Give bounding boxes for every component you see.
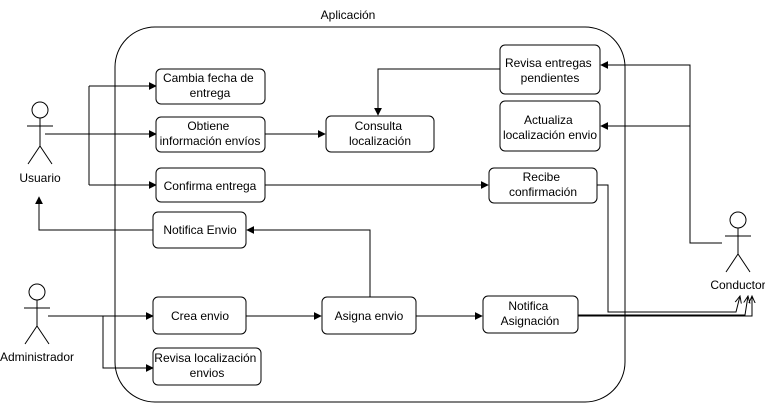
edge-notificaasig-conductor xyxy=(578,296,748,316)
use-case-revisa-loc-line-1: Revisa localización xyxy=(154,351,256,365)
edge-revisa-consulta xyxy=(374,68,500,116)
svg-text:Recibe confirmación: Recibe confirmación xyxy=(509,170,577,199)
actor-usuario-label: Usuario xyxy=(19,171,61,185)
use-case-notifica-envio-label: Notifica Envio xyxy=(163,223,237,237)
use-case-cambia-fecha[interactable]: Cambia fecha de entrega xyxy=(155,68,266,105)
use-case-notifica-asignacion[interactable]: Notifica Asignación xyxy=(482,295,579,334)
use-case-obtiene-info-line-2: información envíos xyxy=(160,134,261,148)
svg-text:Revisa localización envi: Revisa localización envios xyxy=(154,351,259,380)
use-case-consulta-loc-line-1: Consulta xyxy=(355,119,403,133)
use-case-obtiene-info-line-1: Obtiene xyxy=(187,119,229,133)
svg-text:Actualiza localización e: Actualiza localización envio xyxy=(503,113,597,142)
use-case-recibe-conf-line-2: confirmación xyxy=(509,185,577,199)
edge-notificaenvio-usuario xyxy=(35,196,153,231)
edge-notificaasig-conductor-2 xyxy=(578,296,752,317)
use-case-recibe-conf-line-1: Recibe xyxy=(523,170,561,184)
use-case-confirma-entrega-label: Confirma entrega xyxy=(164,179,257,193)
svg-text:Cambia fecha de entrega: Cambia fecha de entrega xyxy=(163,71,257,100)
edge-admin-revisa-loc xyxy=(102,316,154,372)
svg-text:Obtiene información enví: Obtiene información envíos xyxy=(160,119,261,148)
actor-conductor-label: Conductor xyxy=(710,278,765,292)
use-case-actualiza-loc[interactable]: Actualiza localización envio xyxy=(499,100,601,152)
actor-administrador-label: Administrador xyxy=(0,350,74,364)
use-case-revisa-entregas[interactable]: Revisa entregas pendientes xyxy=(499,44,601,95)
use-case-revisa-entregas-line-2: pendientes xyxy=(521,71,580,85)
use-case-obtiene-info[interactable]: Obtiene información envíos xyxy=(155,116,266,153)
use-case-confirma-entrega[interactable]: Confirma entrega xyxy=(155,167,266,203)
use-case-crea-envio[interactable]: Crea envio xyxy=(152,296,247,335)
use-case-revisa-loc-line-2: envios xyxy=(190,366,225,380)
actor-usuario: Usuario xyxy=(19,101,61,185)
use-case-notifica-asignacion-line-1: Notifica xyxy=(508,299,548,313)
use-case-recibe-conf[interactable]: Recibe confirmación xyxy=(488,167,598,204)
use-case-cambia-fecha-line-1: Cambia fecha de xyxy=(163,71,254,85)
edge-asigna-notificaenvio xyxy=(246,226,371,297)
svg-text:Notifica Asignación: Notifica Asignación xyxy=(501,299,560,328)
use-case-consulta-loc[interactable]: Consulta localización xyxy=(325,115,435,153)
system-title: Aplicación xyxy=(321,8,376,22)
use-case-revisa-entregas-line-1: Revisa entregas xyxy=(505,56,592,70)
svg-text:Consulta localización: Consulta localización xyxy=(349,119,411,148)
actor-administrador: Administrador xyxy=(0,283,74,364)
use-case-revisa-loc[interactable]: Revisa localización envios xyxy=(152,347,262,386)
use-case-asigna-envio[interactable]: Asigna envio xyxy=(321,296,417,335)
edge-recibe-conductor xyxy=(597,184,740,313)
use-case-notifica-envio[interactable]: Notifica Envio xyxy=(152,211,247,249)
use-case-consulta-loc-line-2: localización xyxy=(349,134,411,148)
system-boundary xyxy=(114,26,626,403)
use-case-actualiza-loc-line-1: Actualiza xyxy=(524,113,573,127)
edge-conductor-revisa xyxy=(600,61,722,244)
svg-text:Revisa entregas pendient: Revisa entregas pendientes xyxy=(505,56,595,85)
use-case-notifica-asignacion-line-2: Asignación xyxy=(501,314,560,328)
edges xyxy=(35,61,752,372)
use-case-cambia-fecha-line-2: entrega xyxy=(190,86,231,100)
use-case-crea-envio-label: Crea envio xyxy=(171,309,229,323)
use-case-asigna-envio-label: Asigna envio xyxy=(335,309,404,323)
actor-conductor: Conductor xyxy=(710,211,765,292)
use-case-actualiza-loc-line-2: localización envio xyxy=(503,128,597,142)
